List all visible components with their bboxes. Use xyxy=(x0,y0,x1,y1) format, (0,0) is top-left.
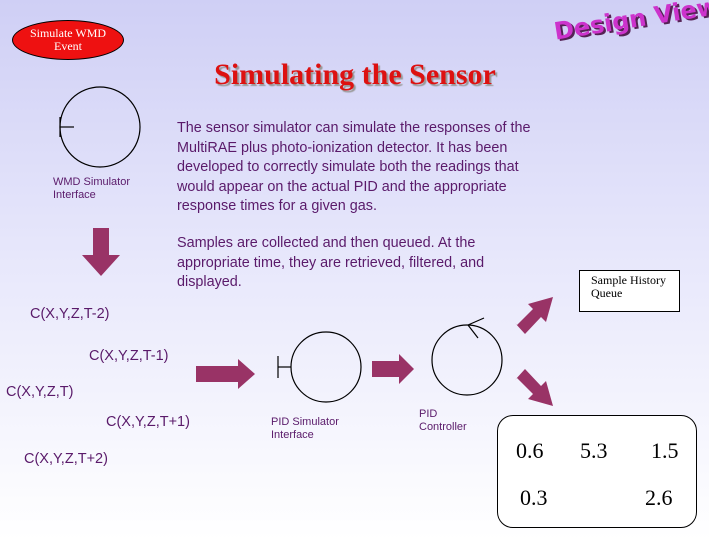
pid-controller-shape xyxy=(431,317,503,396)
sample-history-queue-box: Sample History Queue xyxy=(579,270,680,312)
simulate-wmd-event-label: Simulate WMD Event xyxy=(29,26,107,53)
filtered-values-box xyxy=(497,415,697,528)
right-arrow-icon xyxy=(372,354,414,384)
simulate-wmd-event-button[interactable]: Simulate WMD Event xyxy=(12,20,124,60)
coord-t-plus-2: C(X,Y,Z,T+2) xyxy=(24,451,108,467)
right-arrow-icon xyxy=(196,359,255,389)
value-item: 0.6 xyxy=(516,438,544,463)
pid-interface-label: PID Simulator Interface xyxy=(271,416,339,441)
sample-queue-label: Sample History Queue xyxy=(591,273,666,300)
coord-t-minus-1: C(X,Y,Z,T-1) xyxy=(89,348,169,364)
description-paragraph-1: The sensor simulator can simulate the re… xyxy=(177,120,531,214)
coord-t-minus-2: C(X,Y,Z,T-2) xyxy=(30,306,110,322)
pid-controller-label: PID Controller xyxy=(419,408,467,433)
wmd-simulator-interface-shape xyxy=(59,86,141,168)
value-item: 2.6 xyxy=(645,485,673,510)
up-right-arrow-icon xyxy=(515,297,553,334)
down-right-arrow-icon xyxy=(515,369,553,406)
value-item: 5.3 xyxy=(580,438,608,463)
wmd-interface-label: WMD Simulator Interface xyxy=(53,176,131,201)
description-paragraph-2: Samples are collected and then queued. A… xyxy=(177,235,485,290)
coord-t: C(X,Y,Z,T) xyxy=(6,384,74,400)
coord-t-plus-1: C(X,Y,Z,T+1) xyxy=(106,414,190,430)
pid-simulator-interface-shape xyxy=(277,331,362,403)
value-item: 1.5 xyxy=(651,438,679,463)
value-item: 0.3 xyxy=(520,485,548,510)
page-title: Simulating the Sensor xyxy=(214,58,496,91)
down-arrow-icon xyxy=(82,228,120,276)
